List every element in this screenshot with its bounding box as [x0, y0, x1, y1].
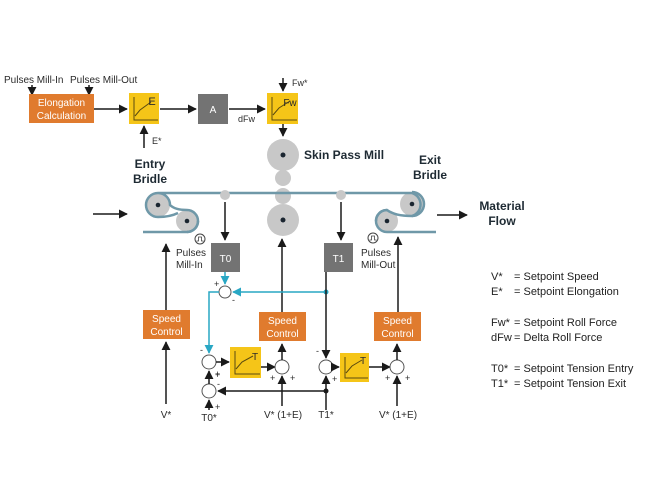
pulses-out-label-2: Mill-Out: [361, 260, 396, 271]
speed-control-mill-block: Speed Control: [259, 312, 306, 341]
elongation-label-1: Elongation: [38, 98, 85, 109]
input-t0-star: T0*: [201, 413, 217, 424]
sum-junction-exit-tension: [318, 359, 334, 375]
t0-tension-meter-block: T0: [211, 243, 240, 272]
e-setpoint-label: E*: [152, 136, 162, 146]
feedback-diff-line: [204, 291, 219, 354]
svg-text:-: -: [232, 295, 235, 305]
sum-junction-entry-tension: [201, 354, 217, 370]
svg-text:E*: E*: [491, 286, 503, 298]
svg-text:+: +: [214, 279, 219, 289]
input-v-1e-exit: V* (1+E): [379, 410, 417, 421]
svg-text:= Setpoint Tension Exit: = Setpoint Tension Exit: [514, 378, 626, 390]
svg-text:+: +: [215, 369, 220, 379]
svg-text:Control: Control: [266, 329, 298, 340]
svg-text:= Setpoint Speed: = Setpoint Speed: [514, 271, 599, 283]
svg-text:Speed: Speed: [383, 316, 412, 327]
speed-control-exit-block: Speed Control: [374, 312, 421, 341]
input-v-star: V*: [161, 410, 172, 421]
svg-text:Fw*: Fw*: [491, 317, 511, 329]
sum-junction-entry-setpoint: [201, 383, 217, 399]
upper-work-roll: [275, 170, 291, 186]
material-flow-label-2: Flow: [488, 214, 516, 228]
amplifier-block: A: [198, 94, 228, 124]
entry-tension-roll: [220, 190, 230, 200]
speed-control-entry-block: Speed Control: [143, 310, 190, 339]
pulses-mill-in-label: Pulses Mill-In: [4, 75, 63, 86]
exit-bridle-label-2: Bridle: [413, 168, 447, 182]
dfw-label: dFw: [238, 114, 256, 124]
svg-text:T: T: [360, 356, 366, 367]
svg-text:+: +: [215, 370, 220, 380]
svg-text:T: T: [252, 352, 258, 363]
svg-text:+: +: [405, 373, 410, 383]
svg-text:+: +: [332, 374, 337, 384]
fw-setpoint-label: Fw*: [292, 78, 308, 88]
sum-junction-t0-t1: [218, 285, 232, 299]
exit-tension-roll: [336, 190, 346, 200]
skin-pass-mill-rolls: [267, 139, 299, 236]
entry-bridle: [146, 193, 198, 232]
elongation-label-2: Calculation: [37, 111, 86, 122]
entry-tension-controller-block: T: [230, 347, 261, 378]
skin-pass-mill-label: Skin Pass Mill: [304, 148, 384, 162]
elongation-calculation-block: Elongation Calculation: [29, 94, 94, 123]
svg-text:= Setpoint Elongation: = Setpoint Elongation: [514, 286, 619, 298]
input-v-1e-mill: V* (1+E): [264, 410, 302, 421]
svg-text:V*: V*: [491, 271, 503, 283]
legend: V* = Setpoint Speed E* = Setpoint Elonga…: [491, 271, 634, 390]
svg-text:= Setpoint Roll Force: = Setpoint Roll Force: [514, 317, 617, 329]
svg-text:+: +: [215, 402, 220, 412]
svg-text:Speed: Speed: [268, 316, 297, 327]
e-controller-label: E: [148, 96, 155, 108]
pulse-encoder-out-icon: [367, 232, 379, 244]
svg-text:= Setpoint Tension Entry: = Setpoint Tension Entry: [514, 363, 634, 375]
pulses-in-label-2: Mill-In: [176, 260, 203, 271]
svg-text:-: -: [200, 345, 203, 355]
exit-bridle-label-1: Exit: [419, 153, 441, 167]
sum-junction-mill-speed: [274, 359, 290, 375]
pulses-in-label-1: Pulses: [176, 248, 206, 259]
material-flow-label-1: Material: [479, 199, 524, 213]
t0-label: T0: [220, 254, 232, 265]
input-t1-star: T1*: [318, 410, 334, 421]
entry-bridle-label-2: Bridle: [133, 172, 167, 186]
svg-text:T0*: T0*: [491, 363, 509, 375]
fw-controller-block: Fw: [267, 93, 298, 124]
svg-text:T1*: T1*: [491, 378, 509, 390]
amplifier-label: A: [210, 105, 217, 116]
e-controller-block: E: [129, 93, 159, 124]
sum-junction-exit-speed: [389, 359, 405, 375]
fw-controller-label: Fw: [283, 98, 297, 109]
svg-text:+: +: [385, 373, 390, 383]
entry-bridle-label-1: Entry: [135, 157, 166, 171]
pulses-mill-out-label: Pulses Mill-Out: [70, 75, 137, 86]
svg-text:-: -: [316, 346, 319, 356]
svg-text:= Delta Roll Force: = Delta Roll Force: [514, 332, 602, 344]
svg-text:dFw: dFw: [491, 332, 512, 344]
t1-label: T1: [333, 254, 345, 265]
pulse-encoder-in-icon: [194, 233, 206, 245]
svg-text:Control: Control: [150, 327, 182, 338]
svg-text:Control: Control: [381, 329, 413, 340]
exit-tension-controller-block: T: [340, 353, 369, 382]
lower-work-roll: [275, 188, 291, 204]
t1-tension-meter-block: T1: [324, 243, 353, 272]
pulses-out-label-1: Pulses: [361, 248, 391, 259]
svg-text:+: +: [270, 373, 275, 383]
svg-text:Speed: Speed: [152, 314, 181, 325]
svg-text:+: +: [290, 373, 295, 383]
svg-text:-: -: [217, 379, 220, 389]
